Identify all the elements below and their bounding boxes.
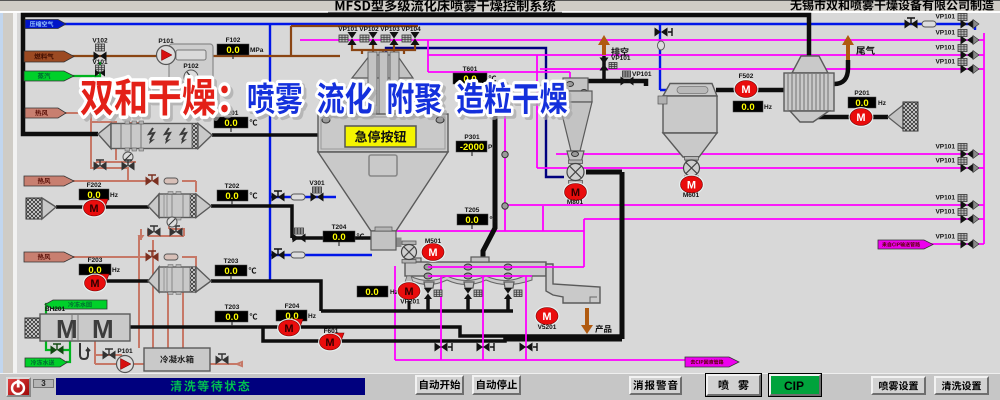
- svg-text:0.0: 0.0: [741, 102, 754, 113]
- svg-text:M: M: [571, 187, 580, 199]
- svg-text:0.0: 0.0: [224, 266, 237, 277]
- svg-text:MPa: MPa: [250, 47, 264, 54]
- svg-text:Pa: Pa: [488, 144, 496, 151]
- svg-text:M: M: [89, 203, 98, 215]
- svg-text:M: M: [404, 286, 413, 298]
- svg-text:VP101: VP101: [935, 144, 955, 151]
- svg-text:T203: T203: [225, 304, 240, 311]
- svg-text:M: M: [284, 323, 293, 335]
- svg-text:Hz: Hz: [110, 192, 119, 199]
- svg-text:Hz: Hz: [390, 289, 399, 296]
- svg-text:VP101: VP101: [935, 234, 955, 241]
- svg-text:F102: F102: [226, 37, 241, 44]
- svg-text:VP201: VP201: [400, 299, 420, 306]
- svg-text:Hz: Hz: [308, 313, 317, 320]
- svg-text:0.0: 0.0: [88, 265, 101, 276]
- svg-text:M: M: [92, 314, 114, 344]
- svg-text:P101: P101: [117, 348, 133, 355]
- svg-text:BH201: BH201: [45, 306, 66, 313]
- svg-text:M: M: [687, 180, 696, 192]
- svg-text:0.0: 0.0: [225, 191, 238, 202]
- svg-text:V301: V301: [309, 180, 325, 187]
- svg-text:VP101: VP101: [935, 59, 955, 66]
- svg-text:M801: M801: [567, 199, 584, 206]
- svg-text:VP101: VP101: [935, 45, 955, 52]
- svg-text:VP101: VP101: [935, 209, 955, 216]
- svg-text:T203: T203: [224, 258, 239, 265]
- svg-text:VP101: VP101: [338, 26, 358, 33]
- svg-text:V101: V101: [92, 59, 108, 66]
- svg-text:M: M: [428, 247, 437, 259]
- svg-text:M: M: [56, 314, 78, 344]
- svg-text:M: M: [90, 278, 99, 290]
- svg-text:Hz: Hz: [112, 267, 121, 274]
- svg-text:V5201: V5201: [538, 324, 557, 331]
- svg-text:F202: F202: [87, 182, 102, 189]
- svg-text:P301: P301: [464, 134, 480, 141]
- svg-text:-2000: -2000: [460, 142, 484, 153]
- svg-text:P101: P101: [158, 38, 174, 45]
- svg-text:M: M: [325, 337, 334, 349]
- svg-text:0.0: 0.0: [225, 312, 238, 323]
- svg-text:0.0: 0.0: [87, 190, 100, 201]
- svg-text:0.0: 0.0: [224, 118, 237, 129]
- svg-text:Hz: Hz: [878, 100, 887, 107]
- svg-text:P102: P102: [183, 63, 199, 70]
- svg-text:T204: T204: [332, 224, 347, 231]
- svg-text:T601: T601: [463, 66, 478, 73]
- svg-text:T205: T205: [465, 207, 480, 214]
- svg-text:M601: M601: [683, 192, 700, 199]
- svg-text:VP101: VP101: [611, 55, 631, 62]
- svg-text:0.0: 0.0: [285, 311, 298, 322]
- svg-text:M501: M501: [425, 238, 442, 245]
- svg-text:VP101: VP101: [935, 14, 955, 21]
- svg-text:VP101: VP101: [935, 30, 955, 37]
- svg-text:VP101: VP101: [632, 71, 652, 78]
- svg-text:F204: F204: [285, 303, 300, 310]
- svg-text:VP104: VP104: [401, 26, 421, 33]
- svg-text:F601: F601: [324, 328, 339, 335]
- svg-text:M: M: [856, 112, 865, 124]
- svg-text:Hz: Hz: [764, 104, 773, 111]
- svg-text:0.0: 0.0: [365, 287, 378, 298]
- svg-text:VP101: VP101: [935, 158, 955, 165]
- svg-text:0.0: 0.0: [463, 74, 476, 85]
- svg-text:M: M: [741, 84, 750, 96]
- svg-text:VP102: VP102: [359, 26, 379, 33]
- svg-text:0.0: 0.0: [465, 215, 478, 226]
- svg-text:VP101: VP101: [935, 195, 955, 202]
- svg-text:0.0: 0.0: [332, 232, 345, 243]
- svg-text:CIP: CIP: [784, 379, 804, 393]
- svg-text:0.0: 0.0: [855, 98, 868, 109]
- svg-text:V102: V102: [92, 38, 108, 45]
- svg-text:F502: F502: [739, 73, 754, 80]
- svg-text:0.0: 0.0: [226, 45, 239, 56]
- svg-text:T202: T202: [225, 183, 240, 190]
- svg-text:M: M: [542, 311, 551, 323]
- svg-text:VP103: VP103: [380, 26, 400, 33]
- svg-text:P201: P201: [854, 90, 870, 97]
- svg-text:F203: F203: [88, 257, 103, 264]
